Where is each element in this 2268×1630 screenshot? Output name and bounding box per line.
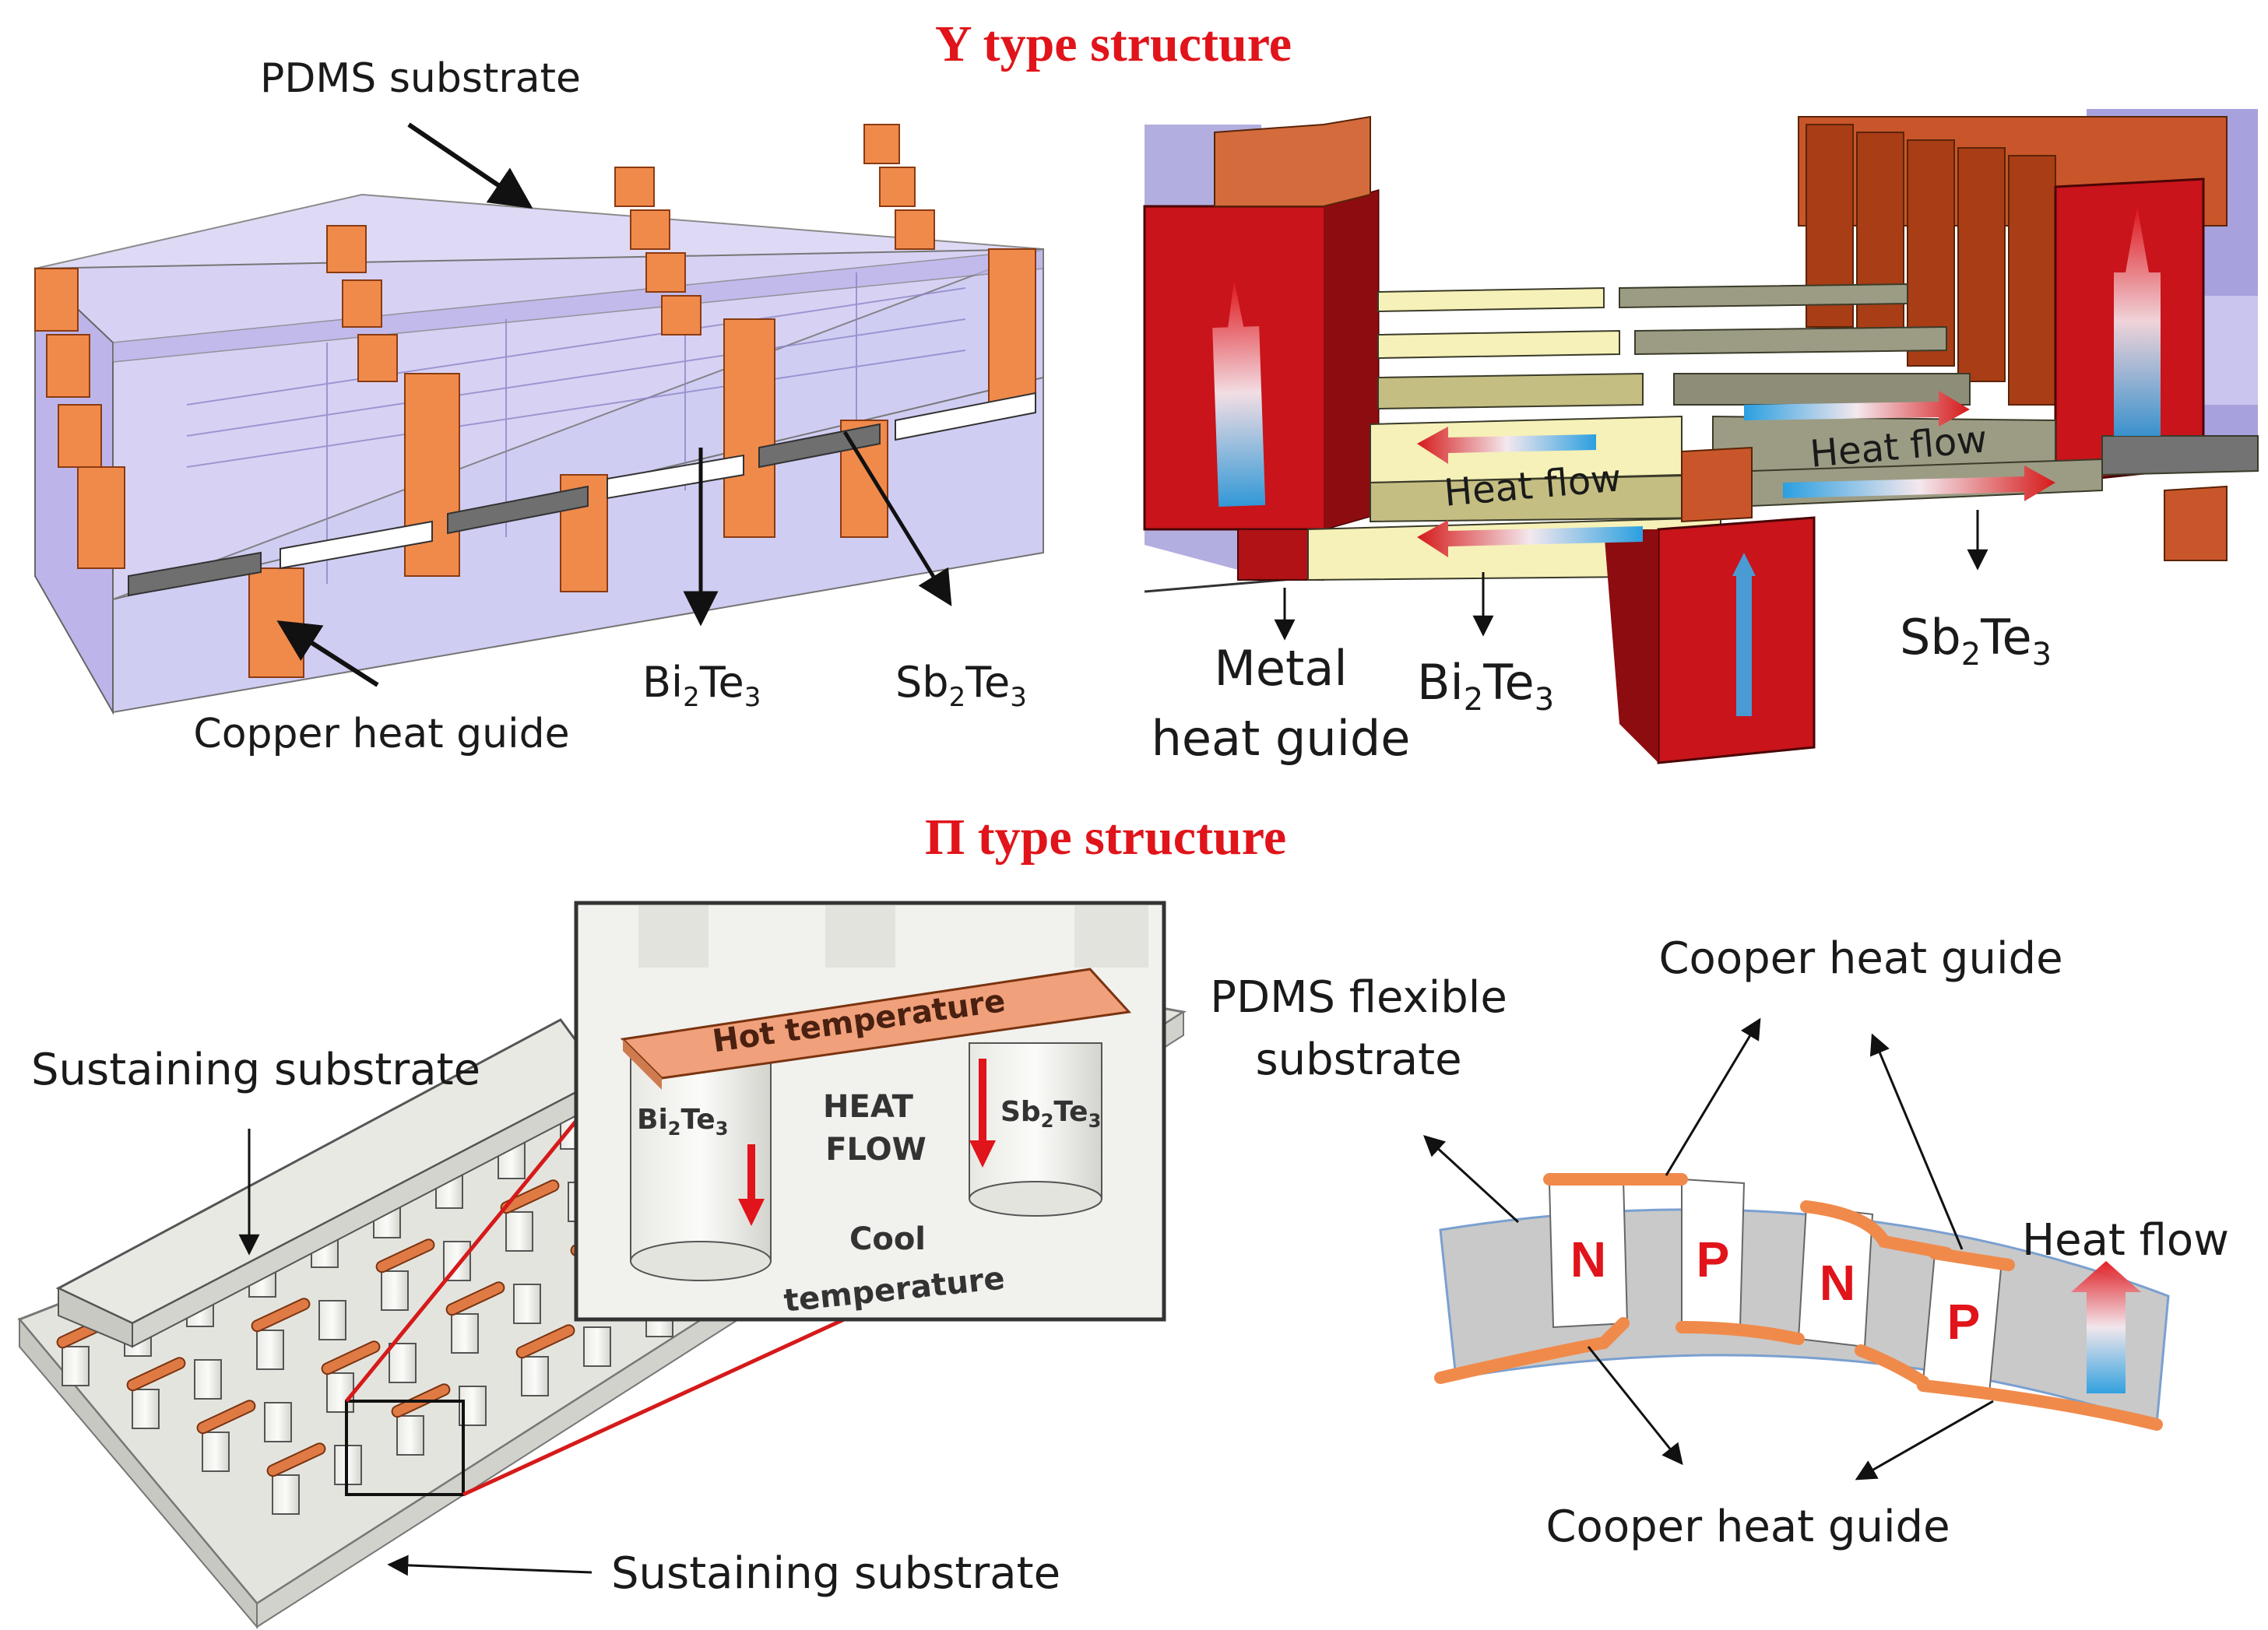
label-sb2te3-b: Sb2Te3 [1900, 609, 2052, 673]
label-sustaining-substrate-bottom: Sustaining substrate [611, 1548, 1060, 1599]
thermoelectric-leg [264, 1402, 292, 1442]
copper-pad [126, 1357, 186, 1392]
copper-pad [515, 1324, 575, 1359]
label-pdms-substrate: PDMS substrate [260, 55, 581, 102]
label-sb2te3-c: Sb2Te3 [1000, 1096, 1101, 1132]
label-heat-flow-d: Heat flow [2022, 1215, 2229, 1266]
copper-pad [375, 1238, 435, 1273]
thermoelectric-leg [389, 1343, 417, 1383]
label-bi2te3-b: Bi2Te3 [1417, 654, 1554, 718]
thermoelectric-leg [62, 1346, 90, 1386]
panel-c-inset: Hot temperature Bi2Te3 Sb2Te3 HEAT FLOW … [574, 901, 1166, 1322]
leg-n-2: N [1820, 1255, 1855, 1311]
thermoelectric-leg [583, 1326, 611, 1367]
label-copper-heat-guide: Copper heat guide [193, 711, 569, 757]
copper-pad [266, 1442, 326, 1477]
thermoelectric-leg [272, 1474, 300, 1515]
thermoelectric-leg [513, 1284, 541, 1324]
leg-n-1: N [1570, 1231, 1606, 1287]
panel-b-y-type-closeup: Heat flow Heat flow Metal heat guide Bi2… [1143, 109, 2259, 767]
thermoelectric-leg [396, 1415, 424, 1456]
thermoelectric-leg [451, 1313, 479, 1354]
label-cooper-heat-guide-bottom: Cooper heat guide [1545, 1502, 1950, 1552]
label-cool-line1: Cool [849, 1221, 926, 1257]
label-pdms-flexible-line2: substrate [1255, 1035, 1461, 1085]
thermoelectric-leg [381, 1270, 409, 1311]
thermoelectric-leg [256, 1330, 284, 1370]
panel-c-pi-type-module: Hot temperature Bi2Te3 Sb2Te3 HEAT FLOW … [17, 901, 1187, 1629]
thermoelectric-leg [202, 1432, 230, 1472]
label-heat-flow-c-line1: HEAT [823, 1089, 914, 1125]
thermoelectric-leg [521, 1356, 549, 1396]
copper-pad [445, 1281, 505, 1316]
thermoelectric-leg [132, 1389, 160, 1429]
panel-d-flexible-module: N P N P PDMS flexible substrate Cooper h… [1210, 933, 2229, 1552]
thermoelectric-leg [326, 1372, 354, 1413]
thermoelectric-leg [443, 1241, 471, 1281]
copper-pad [321, 1340, 381, 1375]
label-metal-heat-guide-line1: Metal [1214, 640, 1347, 697]
label-cooper-heat-guide-top: Cooper heat guide [1658, 933, 2062, 984]
copper-pad [251, 1298, 311, 1333]
label-pdms-flexible-line1: PDMS flexible [1210, 972, 1507, 1023]
thermoelectric-leg [194, 1359, 222, 1400]
title-y-type: Y type structure [935, 16, 1292, 72]
label-bi2te3-a: Bi2Te3 [642, 658, 761, 713]
panel-a-y-type-pdms-module: PDMS substrate Copper heat guide Bi2Te3 … [33, 55, 1044, 757]
label-heat-flow-c-line2: FLOW [825, 1132, 927, 1168]
copper-pad [196, 1400, 256, 1435]
label-bi2te3-c: Bi2Te3 [637, 1104, 728, 1140]
label-sb2te3-a: Sb2Te3 [895, 658, 1027, 713]
leg-p-2: P [1947, 1294, 1981, 1350]
thermoelectric-leg [505, 1211, 533, 1252]
leg-p-1: P [1697, 1231, 1730, 1287]
label-metal-heat-guide-line2: heat guide [1152, 710, 1411, 767]
title-pi-type: Π type structure [925, 809, 1286, 866]
thermoelectric-leg [318, 1300, 346, 1340]
label-sustaining-substrate-top: Sustaining substrate [31, 1045, 480, 1095]
